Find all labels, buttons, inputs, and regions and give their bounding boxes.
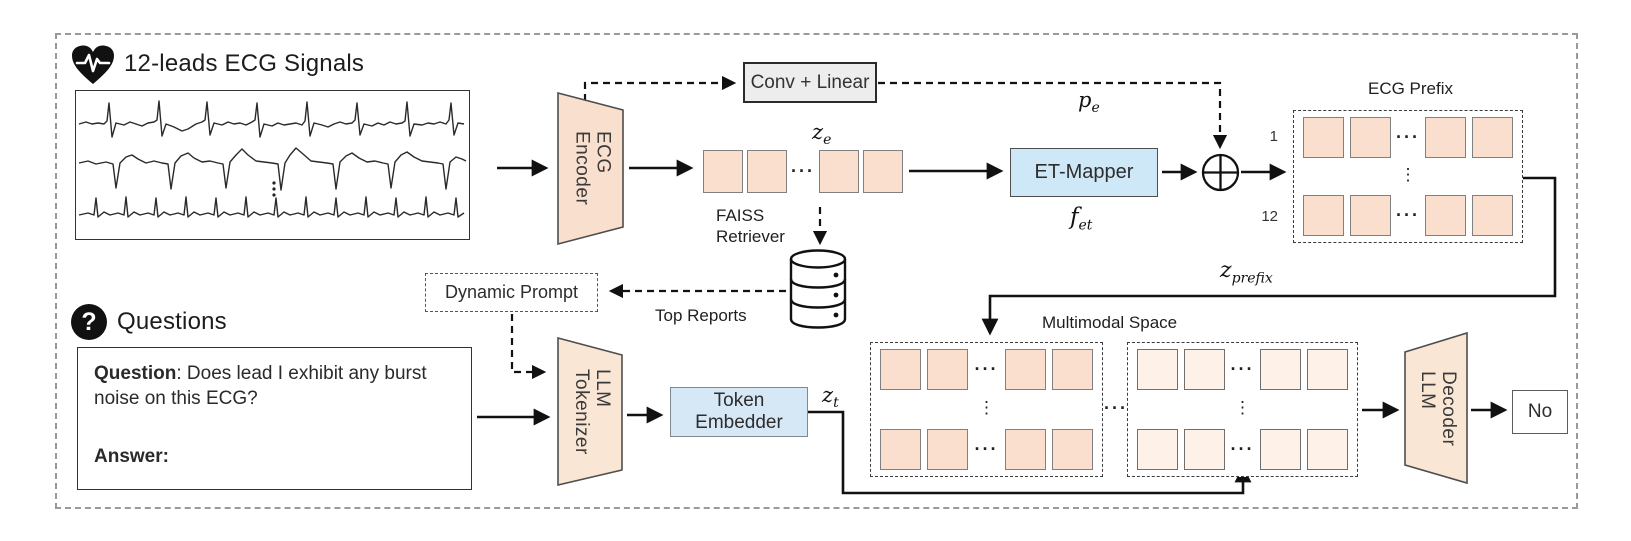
embedding-square (1004, 349, 1046, 390)
ecg-signals-title: 12-leads ECG Signals (124, 50, 365, 77)
answer-output-box: No (1512, 390, 1568, 434)
column-ellipsis: ⋮ (1399, 164, 1417, 184)
ecg-signals-box (75, 90, 470, 240)
ecg-prefix-panel: ··· ⋮ ··· (1293, 110, 1523, 243)
embedding-square (880, 349, 921, 390)
et-mapper-label: ET-Mapper (1034, 161, 1134, 183)
llm-tokenizer-shape (557, 336, 623, 487)
llm-decoder-block: LLM Decoder (1403, 331, 1471, 486)
column-ellipsis: ⋮ (978, 397, 995, 417)
embedding-square (1137, 429, 1178, 470)
embedding-square (1051, 429, 1093, 470)
llm-tokenizer-block: LLM Tokenizer (556, 336, 626, 488)
row-ellipsis: ··· (1396, 205, 1420, 225)
outer-dashed-frame (55, 33, 1578, 509)
mm2-row-top: ··· (1137, 349, 1348, 390)
multimodal-middle-ellipsis: ··· (1104, 398, 1128, 418)
embedding-square (1306, 429, 1348, 470)
conv-linear-label: Conv + Linear (750, 71, 870, 93)
questions-title: Questions (117, 308, 227, 335)
et-mapper-block: ET-Mapper (1010, 148, 1158, 197)
ze-embedding-strip: ··· (703, 149, 903, 194)
dynamic-prompt-block: Dynamic Prompt (425, 273, 598, 312)
dynamic-prompt-label: Dynamic Prompt (444, 282, 579, 302)
prefix-row-top: ··· (1303, 117, 1513, 158)
embedding-square (703, 150, 743, 193)
embedding-square (1349, 195, 1391, 236)
ecg-encoder-shape (557, 91, 624, 246)
row-ellipsis: ··· (974, 439, 999, 459)
ecg-trace-1 (78, 100, 465, 138)
answer-output-label: No (1527, 401, 1553, 422)
answer-label: Answer: (94, 446, 169, 468)
database-icon (789, 249, 847, 329)
embedding-square (1425, 117, 1467, 158)
plus-circle-icon (1201, 153, 1240, 192)
question-line: Question: Does lead I exhibit any burst … (94, 362, 455, 411)
llm-decoder-shape (1404, 331, 1468, 485)
embedding-square (927, 429, 969, 470)
z-e-label: ze (812, 120, 832, 149)
embedding-square (1260, 349, 1302, 390)
mm2-row-bottom: ··· (1137, 429, 1348, 470)
multimodal-panel-text: ··· ⋮ ··· (1127, 342, 1358, 477)
multimodal-space-title: Multimodal Space (1042, 313, 1178, 332)
prefix-row-label-12: 12 (1261, 208, 1278, 225)
embedding-square (1471, 117, 1513, 158)
ecg-trace-2 (78, 147, 467, 191)
p-e-label: pe (1078, 88, 1100, 117)
signals-vertical-ellipsis (272, 181, 276, 197)
row-ellipsis: ··· (1396, 127, 1420, 147)
heart-ecg-icon (72, 45, 114, 84)
ecg-trace-3 (78, 196, 465, 218)
embedding-square (1183, 349, 1225, 390)
llm-decoder-label: LLM Decoder (1417, 370, 1459, 447)
embedding-square (1349, 117, 1391, 158)
embedding-square (1303, 117, 1344, 158)
embedding-square (1137, 349, 1178, 390)
embedding-square (1303, 195, 1344, 236)
embedding-square (1471, 195, 1513, 236)
prefix-row-bottom: ··· (1303, 195, 1513, 236)
token-embedder-label: Token Embedder (695, 390, 783, 433)
token-embedder-block: Token Embedder (670, 387, 808, 437)
embedding-square (880, 429, 921, 470)
llm-tokenizer-label: LLM Tokenizer (571, 369, 613, 455)
mm1-row-top: ··· (880, 349, 1093, 390)
embedding-square (1425, 195, 1467, 236)
embedding-square (1004, 429, 1046, 470)
z-t-label: zt (822, 383, 839, 412)
embedding-square (1051, 349, 1093, 390)
faiss-retriever-label: FAISS Retriever (716, 206, 785, 247)
ze-ellipsis: ··· (791, 161, 815, 181)
mm1-row-bottom: ··· (880, 429, 1093, 470)
question-label: Question (94, 363, 177, 384)
ecg-encoder-label: ECG Encoder (571, 131, 614, 206)
embedding-square (1183, 429, 1225, 470)
question-text: : Does lead I exhibit any burst noise on… (94, 363, 427, 409)
embedding-square (1260, 429, 1302, 470)
f-et-label: fet (1070, 204, 1093, 234)
row-ellipsis: ··· (1230, 439, 1255, 459)
ecg-encoder-block: ECG Encoder (556, 91, 627, 246)
conv-linear-block: Conv + Linear (743, 62, 877, 103)
svg-text:?: ? (81, 308, 96, 336)
ecg-waveforms (78, 100, 467, 218)
embedding-square (747, 150, 787, 193)
multimodal-panel-ecg: ··· ⋮ ··· (870, 342, 1103, 477)
embedding-square (862, 150, 903, 193)
z-prefix-label: zprefix (1220, 258, 1273, 287)
row-ellipsis: ··· (1230, 359, 1255, 379)
question-box: Question: Does lead I exhibit any burst … (77, 347, 472, 490)
column-ellipsis: ⋮ (1234, 397, 1251, 417)
question-icon: ? (71, 304, 107, 340)
embedding-square (818, 150, 859, 193)
embedding-square (1306, 349, 1348, 390)
embedding-square (927, 349, 969, 390)
ecg-prefix-title: ECG Prefix (1368, 79, 1454, 98)
row-ellipsis: ··· (974, 359, 999, 379)
top-reports-label: Top Reports (655, 306, 747, 325)
prefix-row-label-1: 1 (1269, 128, 1278, 145)
